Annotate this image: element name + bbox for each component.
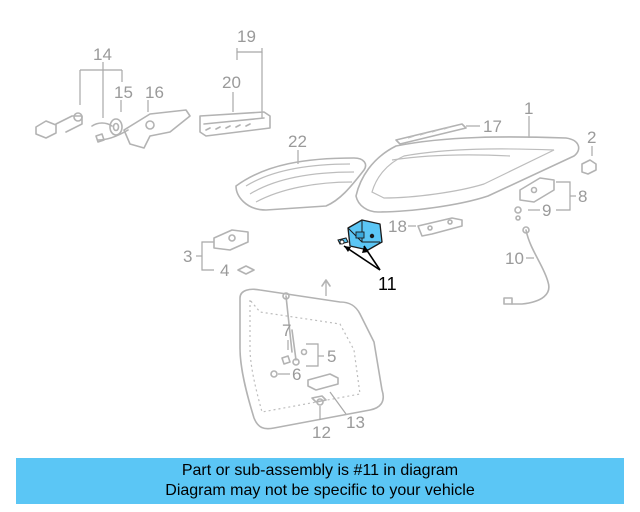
callout-7: 7 (282, 321, 291, 340)
info-banner: Part or sub-assembly is #11 in diagram D… (16, 458, 624, 504)
callout-12: 12 (312, 423, 331, 442)
part-8-9-group (514, 177, 576, 221)
callout-6: 6 (292, 365, 301, 384)
part-16-group (95, 100, 191, 149)
callout-5: 5 (327, 347, 336, 366)
callout-4: 4 (220, 261, 229, 280)
callout-19: 19 (237, 27, 256, 46)
callout-18: 18 (388, 217, 407, 236)
part-15-group (109, 100, 123, 136)
liftgate-frame (239, 279, 385, 430)
banner-line-part-number: Part or sub-assembly is #11 in diagram (181, 462, 459, 479)
part-11-highlighted[interactable] (337, 219, 383, 271)
part-1-group (355, 116, 580, 213)
callout-15: 15 (114, 83, 133, 102)
callout-2: 2 (587, 128, 596, 147)
callout-1: 1 (524, 99, 533, 118)
callout-16: 16 (145, 83, 164, 102)
callout-8: 8 (578, 187, 587, 206)
part-22-group (235, 150, 367, 211)
callout-3: 3 (183, 247, 192, 266)
callout-11-highlighted: 11 (378, 274, 397, 294)
part-17-group (395, 123, 480, 145)
callout-22: 22 (288, 132, 307, 151)
part-14-group (35, 62, 123, 139)
callout-13: 13 (346, 413, 365, 432)
banner-line-disclaimer: Diagram may not be specific to your vehi… (165, 482, 475, 499)
callout-9: 9 (542, 201, 551, 220)
part-5-6-7-group (270, 292, 324, 378)
callout-10: 10 (505, 249, 524, 268)
part-19-20-group (199, 48, 271, 137)
part-18-group (408, 217, 463, 237)
callout-17: 17 (483, 117, 502, 136)
callout-14: 14 (93, 45, 112, 64)
part-12-13-group (307, 373, 347, 420)
part-10-group (503, 226, 550, 305)
part-2-group (581, 146, 597, 175)
part-3-4-group (196, 229, 255, 275)
callout-20: 20 (222, 73, 241, 92)
